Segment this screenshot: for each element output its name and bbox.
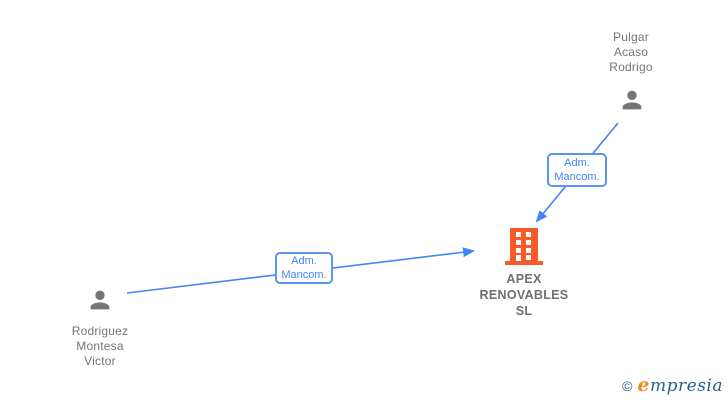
company-name-line: APEX [506,272,542,286]
edge-label-line: Mancom. [281,269,327,281]
person-name-line: Acaso [613,45,649,59]
person-name-line: Rodrigo [609,60,653,74]
brand-rest: mpresia [650,376,723,396]
building-icon [505,228,543,266]
empresia-logo[interactable]: © empresia [622,374,723,396]
edge-label-line: Adm. [564,157,590,169]
person-name-line: Rodriguez [71,324,129,338]
copyright-icon: © [622,378,633,394]
brand-wordmark: empresia [637,374,723,396]
company-name-line: RENOVABLES [479,288,569,302]
person-icon [617,86,647,114]
person-name-line: Victor [84,354,116,368]
person-name-line: Montesa [76,339,124,353]
node-person-rodriguez-label[interactable]: Rodriguez Montesa Victor [40,324,160,369]
edge-label-line: Mancom. [554,171,600,183]
person-icon [85,286,115,314]
node-person-pulgar[interactable] [617,86,647,119]
brand-initial: e [637,374,650,396]
node-person-pulgar-label[interactable]: Pulgar Acaso Rodrigo [571,30,691,75]
edge-label-adm-mancom-left: Adm. Mancom. [275,252,333,284]
person-name-line: Pulgar [613,30,649,44]
edge-label-adm-mancom-top: Adm. Mancom. [547,153,607,187]
edge-label-line: Adm. [291,255,317,267]
node-company-apex[interactable]: APEX RENOVABLES SL [454,228,594,319]
node-person-rodriguez[interactable] [85,286,115,319]
company-name-line: SL [515,304,533,318]
